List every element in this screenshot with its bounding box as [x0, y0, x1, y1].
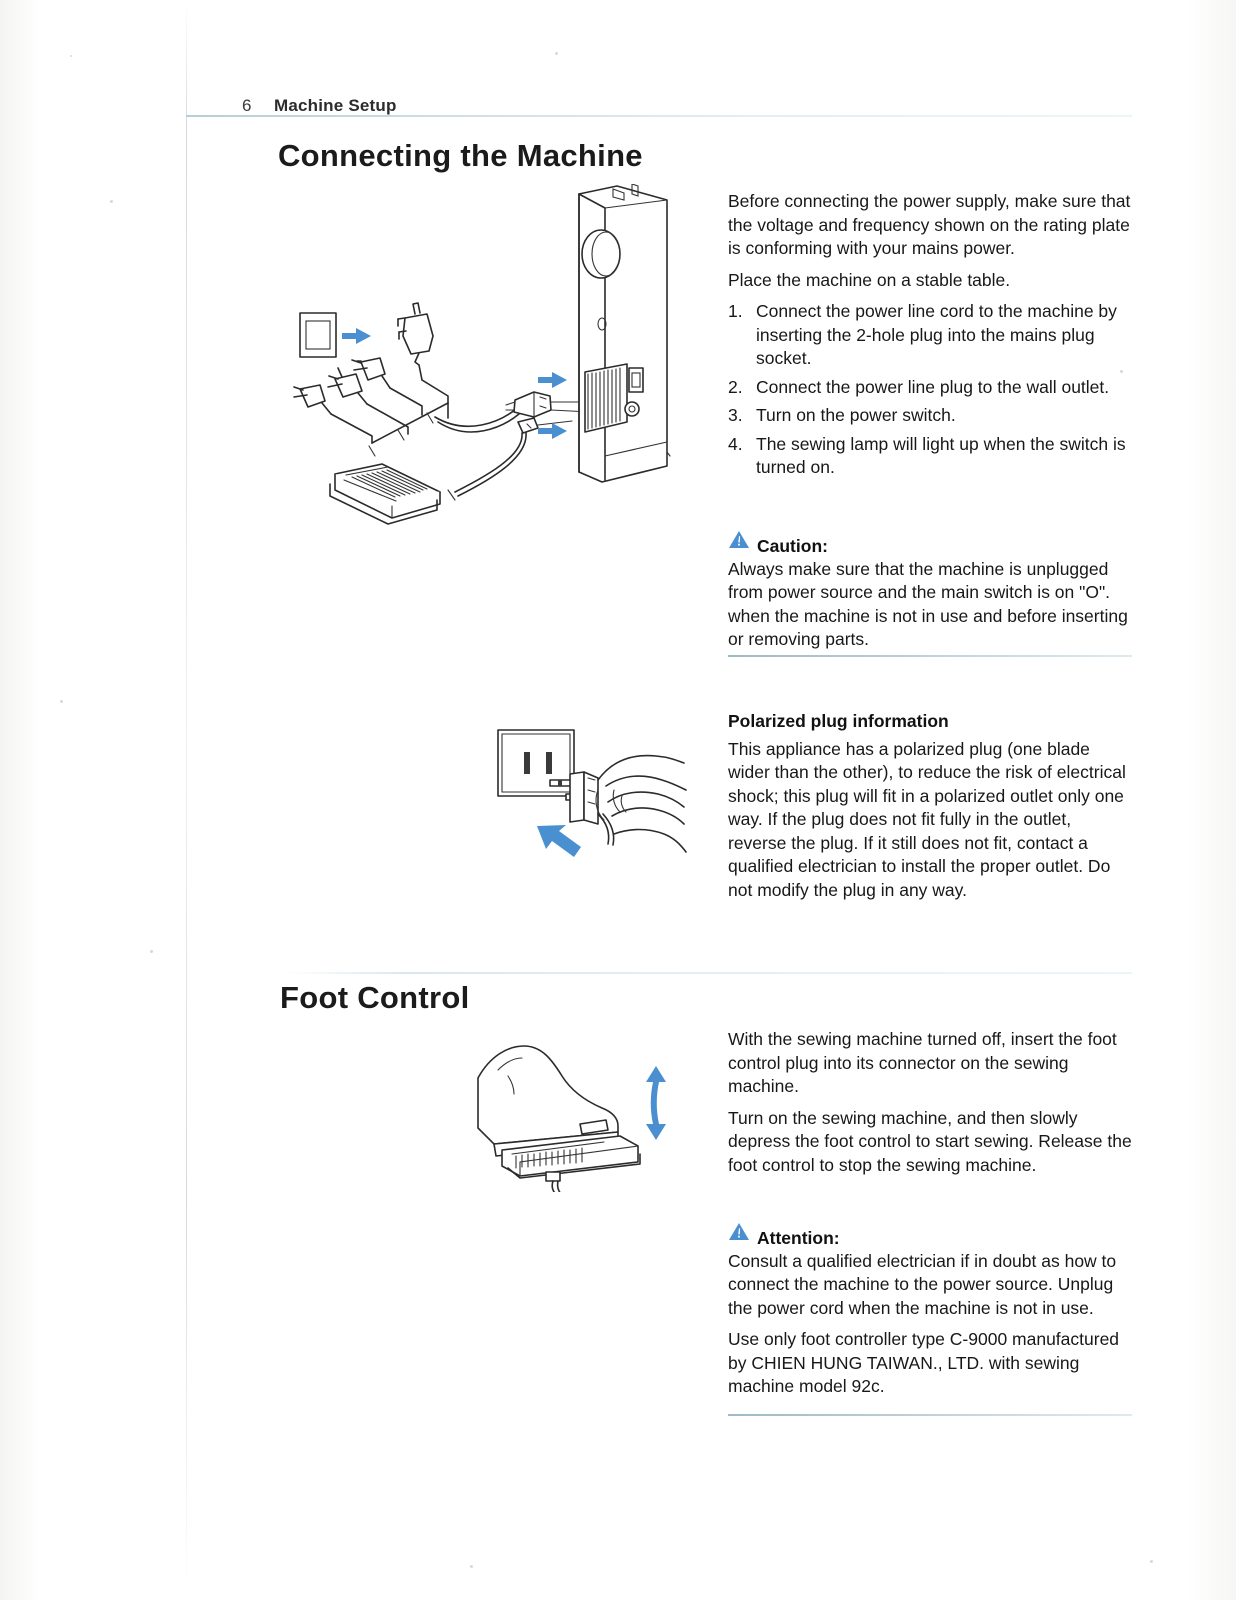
- caution-divider-rule: [728, 655, 1132, 657]
- section-title-connecting-the-machine: Connecting the Machine: [278, 138, 643, 173]
- sewing-machine-figure: [578, 184, 671, 483]
- foot-on-pedal-diagram: [450, 1032, 690, 1192]
- attention-divider-rule: [728, 1414, 1132, 1416]
- paragraph: Turn on the sewing machine, and then slo…: [728, 1107, 1132, 1175]
- arrow-insert-plug-icon: [537, 825, 581, 857]
- warning-triangle-icon: [728, 1222, 750, 1248]
- foot-controller-footnote: Use only foot controller type C-9000 man…: [728, 1329, 1120, 1396]
- polarized-plug-figure: [549, 771, 615, 846]
- foot-pedal-figure: [329, 463, 441, 525]
- section-divider-rule: [286, 972, 1132, 974]
- attention-label: Attention:: [757, 1227, 840, 1248]
- arrow-to-foot-control-socket-icon: [538, 423, 567, 439]
- list-item-number: 1.: [728, 301, 743, 321]
- caution-label: Caution:: [757, 535, 828, 556]
- two-hole-connector-plug-figure: [505, 391, 552, 418]
- polarized-plug-outlet-diagram: [462, 694, 688, 870]
- attention-body: Consult a qualified electrician if in do…: [728, 1250, 1117, 1318]
- adapter-plug-figure: [397, 302, 434, 381]
- arrow-to-machine-socket-icon: [538, 372, 567, 388]
- list-item-number: 3.: [728, 405, 743, 425]
- foot-pedal-figure: [501, 1135, 641, 1192]
- warning-triangle-icon: [728, 530, 750, 556]
- list-item-number: 4.: [728, 433, 743, 454]
- caution-notice-header: Caution:: [728, 530, 1132, 556]
- polarized-plug-body: This appliance has a polarized plug (one…: [728, 738, 1126, 900]
- paragraph: With the sewing machine turned off, inse…: [728, 1029, 1117, 1096]
- arrow-to-wall-socket-icon: [342, 328, 371, 344]
- paragraph: Before connecting the power supply, make…: [728, 191, 1131, 258]
- caution-notice: Caution: Always make sure that the machi…: [728, 530, 1132, 652]
- header-page-number: 6: [242, 96, 252, 115]
- wall-socket-figure: [299, 312, 337, 358]
- list-item: 1. Connect the power line cord to the ma…: [728, 300, 1136, 371]
- two-pin-plug-lower-figure: [293, 384, 332, 415]
- two-pin-plug-upper-figure: [351, 357, 391, 389]
- foot-control-text: With the sewing machine turned off, inse…: [728, 1028, 1132, 1177]
- page-header: 6 Machine Setup: [186, 96, 1132, 122]
- list-item: 2. Connect the power line plug to the wa…: [728, 376, 1136, 400]
- list-item-text: Connect the power line plug to the wall …: [756, 376, 1110, 397]
- attention-notice-header: Attention:: [728, 1222, 1132, 1248]
- list-item-text: Connect the power line cord to the machi…: [756, 301, 1117, 368]
- header-rule: [186, 115, 1132, 117]
- attention-notice: Attention: Consult a qualified electrici…: [728, 1222, 1132, 1399]
- polarized-plug-heading: Polarized plug information: [728, 711, 949, 731]
- hand-figure: [595, 754, 687, 853]
- connection-steps-list: 1. Connect the power line cord to the ma…: [728, 300, 1136, 480]
- list-item-number: 2.: [728, 376, 743, 397]
- header-chapter-title: Machine Setup: [274, 96, 397, 115]
- section-title-foot-control: Foot Control: [280, 980, 470, 1015]
- list-item-text: Turn on the power switch.: [756, 405, 956, 425]
- arrow-press-release-icon: [646, 1066, 666, 1140]
- connecting-the-machine-text: Before connecting the power supply, make…: [728, 190, 1136, 485]
- list-item: 4. The sewing lamp will light up when th…: [728, 433, 1136, 480]
- list-item: 3. Turn on the power switch.: [728, 404, 1136, 428]
- three-pin-plug-figure: [327, 367, 368, 405]
- machine-power-connection-diagram: [272, 184, 672, 534]
- paragraph: Place the machine on a stable table.: [728, 269, 1011, 290]
- caution-body: Always make sure that the machine is unp…: [728, 558, 1128, 650]
- list-item-text: The sewing lamp will light up when the s…: [756, 433, 1126, 478]
- polarized-plug-information-text: Polarized plug information This applianc…: [728, 710, 1132, 902]
